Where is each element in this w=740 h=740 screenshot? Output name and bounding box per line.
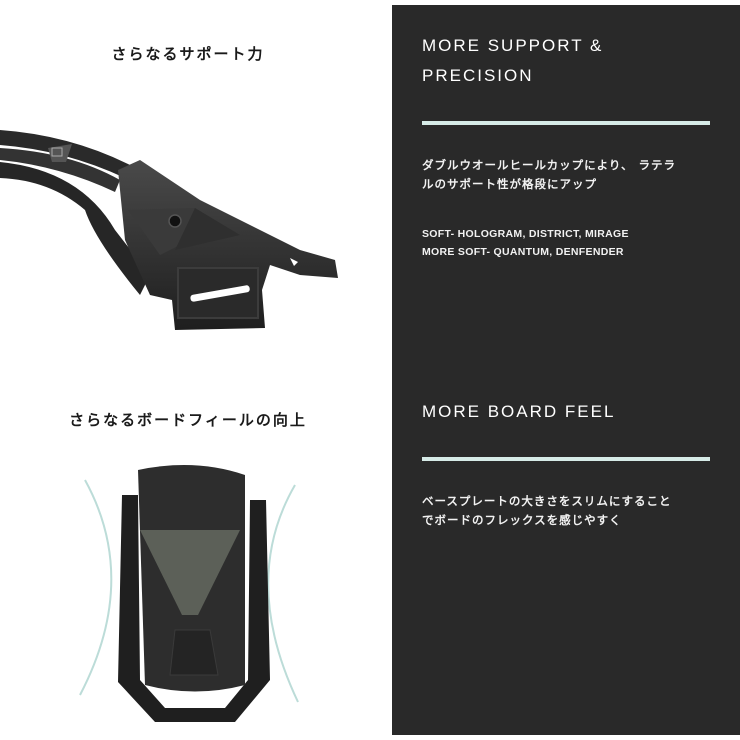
model-list: SOFT- HOLOGRAM, DISTRICT, MIRAGE MORE SO… xyxy=(422,225,722,261)
baseplate-product-image xyxy=(79,465,299,722)
models-more-soft: MORE SOFT- QUANTUM, DENFENDER xyxy=(422,246,624,258)
heading-line: PRECISION xyxy=(422,66,534,85)
info-panel: MORE SUPPORT & PRECISION ダブルウオールヒールカップによ… xyxy=(392,5,740,735)
description-line: ベースプレートの大きさをスリムにすること xyxy=(422,494,672,508)
support-caption: さらなるサポート力 xyxy=(111,45,265,63)
highback-product-image xyxy=(0,130,338,330)
board-feel-description: ベースプレートの大きさをスリムにすること でボードのフレックスを感じやすく xyxy=(422,492,722,530)
models-soft: SOFT- HOLOGRAM, DISTRICT, MIRAGE xyxy=(422,228,629,240)
description-line: ルのサポート性が格段にアップ xyxy=(422,177,597,191)
support-precision-heading: MORE SUPPORT & PRECISION xyxy=(422,31,722,91)
description-line: でボードのフレックスを感じやすく xyxy=(422,513,622,527)
description-line: ダブルウオールヒールカップにより、 ラテラ xyxy=(422,158,676,172)
support-description: ダブルウオールヒールカップにより、 ラテラ ルのサポート性が格段にアップ xyxy=(422,156,722,194)
section-divider xyxy=(422,121,710,125)
section-divider xyxy=(422,457,710,461)
left-column: さらなるサポート力 さらなるボードフィールの向上 xyxy=(0,45,338,722)
board-feel-caption: さらなるボードフィールの向上 xyxy=(69,411,307,429)
board-feel-heading: MORE BOARD FEEL xyxy=(422,402,616,421)
heading-line: MORE SUPPORT & xyxy=(422,36,604,55)
